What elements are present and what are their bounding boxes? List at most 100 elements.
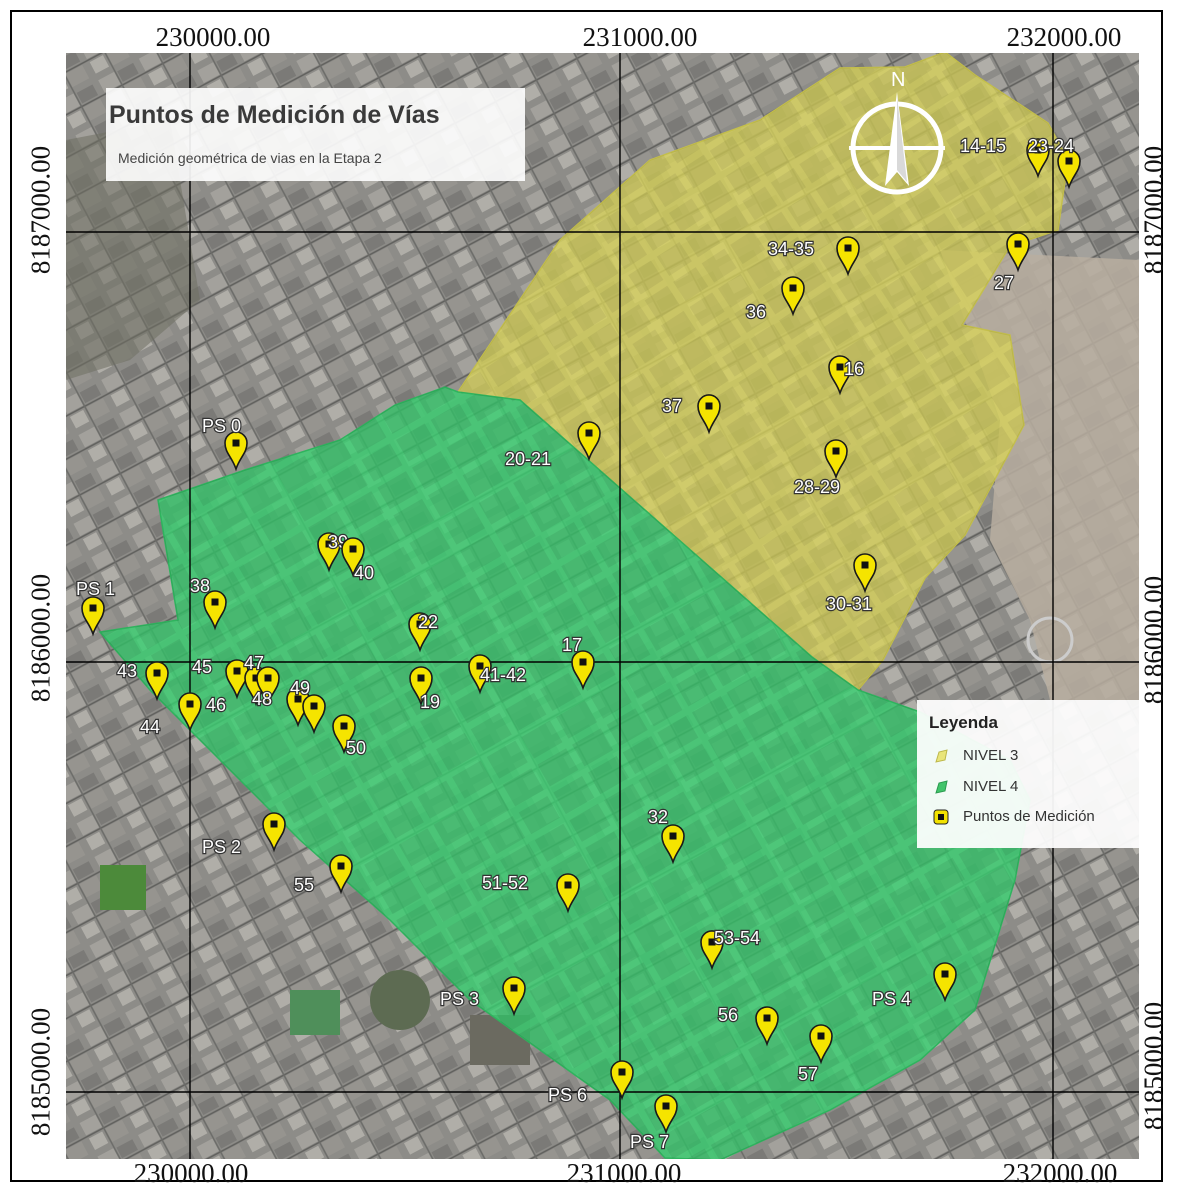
measurement-point-marker[interactable]: 34-35	[767, 236, 860, 277]
measurement-point-marker[interactable]: 45	[191, 656, 249, 700]
measurement-point-label: 30-31	[826, 594, 872, 614]
map-pin-icon	[81, 596, 105, 637]
map-pin-icon	[828, 355, 852, 396]
measurement-point-marker[interactable]: 40	[341, 537, 375, 584]
map-pin-center	[349, 545, 357, 553]
measurement-point-label: 20-21	[505, 449, 551, 469]
measurement-point-marker[interactable]: PS 7	[629, 1094, 678, 1153]
measurement-point-swatch-icon	[933, 809, 949, 824]
y-coord-right-2: 8186000.00	[1138, 575, 1169, 705]
measurement-point-marker[interactable]: PS 2	[201, 812, 286, 858]
map-pin-icon	[933, 962, 957, 1003]
measurement-point-label: 28-29	[794, 477, 840, 497]
map-pin-center	[1034, 146, 1042, 154]
map-pin-center	[763, 1014, 771, 1022]
measurement-point-label: 55	[294, 875, 314, 895]
measurement-point-label: PS 0	[202, 416, 241, 436]
measurement-point-label: 16	[844, 359, 864, 379]
map-pin-center	[89, 604, 97, 612]
map-pin-icon	[556, 873, 580, 914]
map-pin-center	[232, 439, 240, 447]
measurement-point-label: 45	[192, 657, 212, 677]
measurement-point-marker[interactable]: 56	[717, 1004, 779, 1047]
legend-label: Puntos de Medición	[963, 808, 1095, 825]
measurement-point-label: PS 6	[548, 1085, 587, 1105]
measurement-point-marker[interactable]: 41-42	[468, 654, 527, 695]
measurement-point-marker[interactable]: 43	[116, 660, 169, 702]
map-legend: Leyenda NIVEL 3 NIVEL 4 Puntos de Medici…	[917, 700, 1139, 848]
map-pin-center	[618, 1068, 626, 1076]
measurement-point-label: 48	[252, 689, 272, 709]
measurement-point-marker[interactable]: 51-52	[481, 872, 580, 914]
map-pin-center	[294, 695, 302, 703]
measurement-point-marker[interactable]: 28-29	[793, 439, 848, 498]
legend-label: NIVEL 3	[963, 747, 1019, 764]
measurement-point-marker[interactable]: 57	[797, 1024, 833, 1085]
measurement-point-marker[interactable]: 14-15	[959, 135, 1050, 179]
measurement-point-label: 40	[354, 563, 374, 583]
measurement-point-label: 19	[420, 692, 440, 712]
measurement-point-marker[interactable]: 20-21	[504, 421, 601, 470]
measurement-point-marker[interactable]: PS 4	[871, 962, 957, 1010]
map-pin-center	[1065, 157, 1073, 165]
measurement-point-marker[interactable]: 19	[409, 666, 441, 713]
map-pin-icon	[836, 236, 860, 277]
measurement-point-label: 34-35	[768, 239, 814, 259]
measurement-point-marker[interactable]: 48	[251, 666, 280, 710]
map-pin-icon	[145, 661, 169, 702]
measurement-point-marker[interactable]: 27	[993, 232, 1030, 294]
map-pin-icon	[302, 694, 326, 735]
legend-title: Leyenda	[929, 713, 998, 732]
map-pin-center	[340, 722, 348, 730]
map-pin-center	[789, 284, 797, 292]
map-pin-icon	[661, 824, 685, 865]
map-pin-icon	[203, 590, 227, 631]
measurement-point-marker[interactable]: 50	[332, 714, 367, 759]
map-pin-icon	[697, 394, 721, 435]
measurement-point-marker[interactable]: PS 6	[547, 1060, 634, 1106]
measurement-point-label: 53-54	[714, 928, 760, 948]
map-pin-icon	[408, 612, 432, 653]
measurement-point-marker[interactable]: PS 3	[439, 976, 526, 1017]
measurement-point-marker[interactable]: 53-54	[700, 927, 761, 971]
measurement-point-marker[interactable]: 49	[286, 677, 311, 728]
measurement-point-label: 41-42	[480, 665, 526, 685]
measurement-point-marker[interactable]: 22	[408, 611, 439, 653]
map-pin-icon	[809, 1024, 833, 1065]
measurement-point-marker[interactable]: 44	[139, 694, 326, 738]
map-pin-center	[669, 832, 677, 840]
map-pin-center	[270, 820, 278, 828]
measurement-point-marker[interactable]: 38	[189, 575, 227, 631]
map-pin-center	[264, 674, 272, 682]
y-coord-left-2: 8186000.00	[25, 573, 56, 703]
map-pin-icon	[409, 666, 433, 707]
map-pin-center	[861, 561, 869, 569]
map-pin-icon	[502, 976, 526, 1017]
measurement-point-label: 43	[117, 661, 137, 681]
map-pin-icon	[332, 714, 356, 755]
measurement-point-marker[interactable]: PS 1	[75, 578, 116, 637]
measurement-point-marker[interactable]: 16	[828, 355, 865, 396]
map-pin-icon	[755, 1006, 779, 1047]
measurement-point-label: 51-52	[482, 873, 528, 893]
map-pin-center	[832, 447, 840, 455]
measurement-point-label: 46	[206, 695, 226, 715]
measurement-point-marker[interactable]: 46	[178, 692, 227, 733]
measurement-point-label: 44	[140, 717, 160, 737]
map-grid	[66, 53, 1139, 1159]
map-pin-center	[252, 674, 260, 682]
x-coord-top-1: 230000.00	[155, 22, 271, 52]
map-pin-center	[844, 244, 852, 252]
measurement-point-marker[interactable]: 30-31	[825, 553, 877, 615]
measurement-point-marker[interactable]: 36	[745, 276, 805, 323]
measurement-point-marker[interactable]: 55	[293, 854, 353, 896]
measurement-point-label: 36	[746, 302, 766, 322]
map-pin-center	[564, 881, 572, 889]
map-subtitle: Medición geométrica de vias en la Etapa …	[118, 150, 382, 166]
measurement-point-marker[interactable]: 17	[561, 634, 595, 691]
measurement-point-marker[interactable]: 37	[661, 394, 721, 435]
measurement-point-marker[interactable]: PS 0	[201, 415, 248, 472]
measurement-point-marker[interactable]: 32	[647, 806, 685, 865]
measurement-point-marker[interactable]: 23-24	[1027, 135, 1081, 190]
